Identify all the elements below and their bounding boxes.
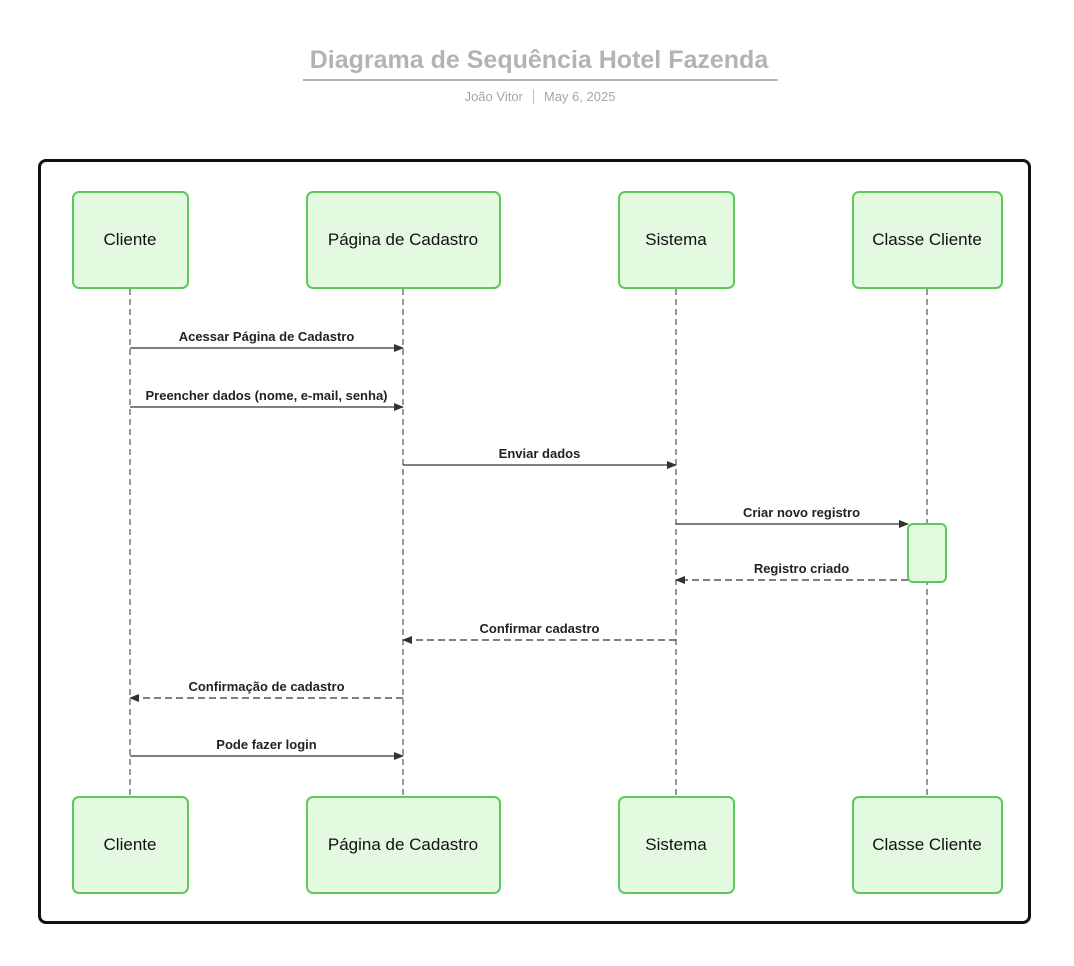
message-label-4: Criar novo registro (742, 505, 861, 520)
message-label-1: Acessar Página de Cadastro (178, 329, 355, 344)
diagram-date: May 6, 2025 (543, 89, 616, 104)
message-label-6: Confirmar cadastro (479, 621, 600, 636)
message-label-3: Enviar dados (498, 446, 581, 461)
participant-classe-top: Classe Cliente (851, 191, 1003, 289)
message-label-7: Confirmação de cadastro (188, 679, 345, 694)
diagram-frame (38, 159, 1031, 924)
diagram-title: Diagrama de Sequência Hotel Fazenda (309, 46, 769, 74)
participant-classe-bottom: Classe Cliente (851, 796, 1003, 894)
diagram-meta: João Vitor May 6, 2025 (0, 89, 1074, 104)
message-label-8: Pode fazer login (216, 737, 317, 752)
participant-cliente-top: Cliente (71, 191, 189, 289)
meta-separator (532, 89, 534, 104)
author-name: João Vitor (464, 89, 523, 104)
participant-sistema-top: Sistema (617, 191, 735, 289)
activation-box-classe-cliente (907, 523, 947, 583)
message-label-5: Registro criado (753, 561, 850, 576)
title-underline (303, 79, 778, 81)
participant-cliente-bottom: Cliente (71, 796, 189, 894)
message-label-2: Preencher dados (nome, e-mail, senha) (145, 388, 388, 403)
participant-sistema-bottom: Sistema (617, 796, 735, 894)
participant-pagina-top: Página de Cadastro (305, 191, 501, 289)
participant-pagina-bottom: Página de Cadastro (305, 796, 501, 894)
